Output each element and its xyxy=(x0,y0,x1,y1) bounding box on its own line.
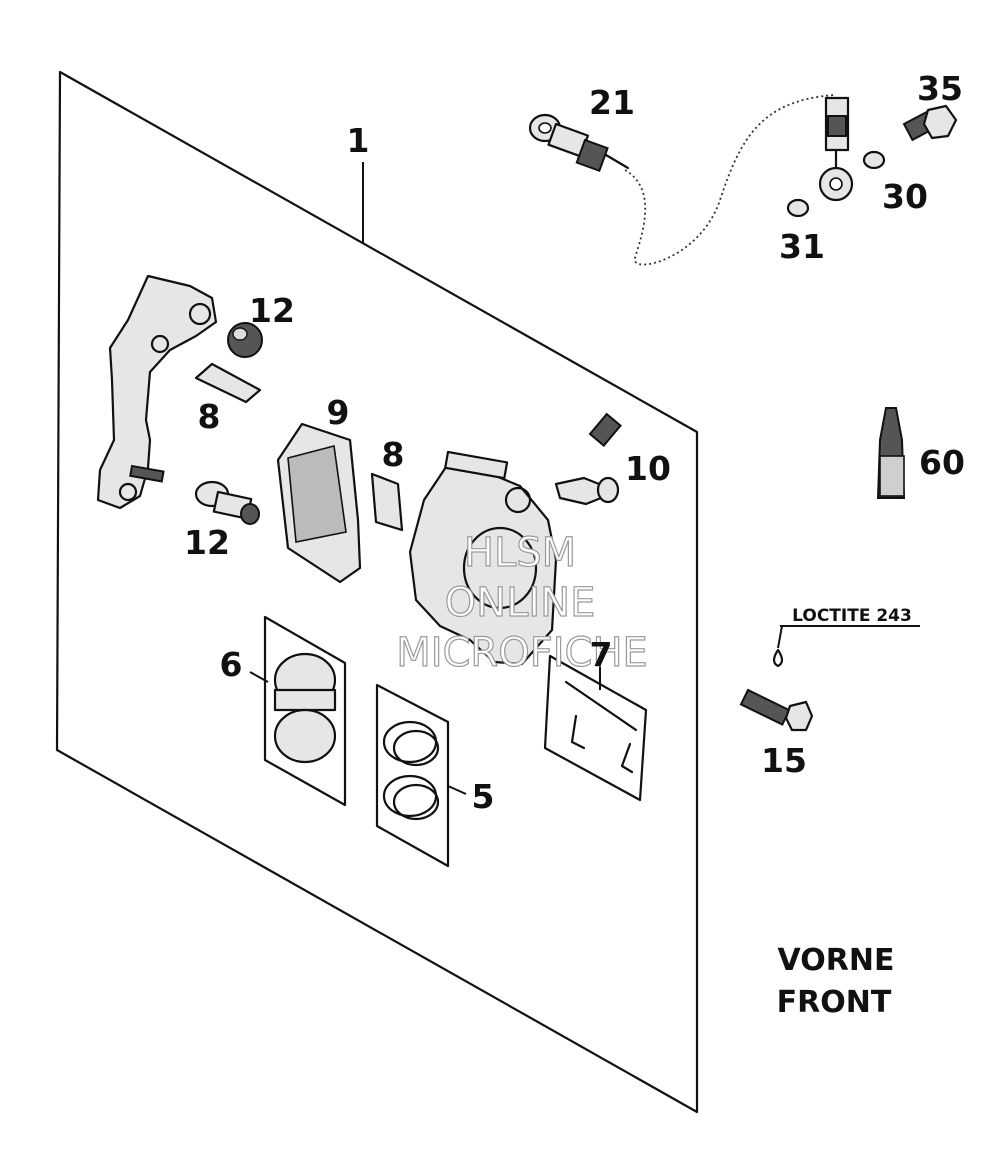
kit-panel xyxy=(55,70,699,1114)
leader-6 xyxy=(249,671,269,683)
callout-31: 31 xyxy=(779,227,825,266)
brake-line xyxy=(624,94,836,266)
washer-30 xyxy=(862,150,886,170)
bleeder-valve xyxy=(554,412,622,506)
loctite-note: LOCTITE 243 xyxy=(792,606,912,626)
front-label-line-2: FRONT xyxy=(777,985,892,1020)
callout-8-upper: 8 xyxy=(198,397,221,436)
hose-fitting xyxy=(528,113,630,173)
front-label-line-1: VORNE xyxy=(778,943,895,978)
leader-loctite-drop xyxy=(777,625,783,649)
piston-kit xyxy=(263,615,347,807)
clip-right xyxy=(370,472,404,532)
callout-60: 60 xyxy=(919,443,965,482)
pin-upper xyxy=(227,322,263,358)
callout-5: 5 xyxy=(472,777,495,816)
washer-31 xyxy=(786,198,810,218)
brake-pad xyxy=(276,422,362,584)
seal-kit xyxy=(375,683,450,868)
callout-9: 9 xyxy=(327,393,350,432)
leader-5 xyxy=(447,785,467,795)
loctite-drop xyxy=(772,648,784,668)
pin-lower xyxy=(194,480,260,525)
banjo-bolt xyxy=(902,104,958,142)
callout-12-lower: 12 xyxy=(184,523,230,562)
callout-35: 35 xyxy=(917,69,963,108)
callout-21: 21 xyxy=(589,83,635,122)
callout-15: 15 xyxy=(761,741,807,780)
callout-12-upper: 12 xyxy=(249,291,295,330)
callout-30: 30 xyxy=(882,177,928,216)
watermark-line-3: MICROFICHE xyxy=(396,630,648,676)
loctite-bottle xyxy=(876,407,906,499)
clip-upper xyxy=(194,362,262,404)
screw xyxy=(739,688,814,732)
callout-7: 7 xyxy=(590,635,613,674)
callout-6: 6 xyxy=(220,645,243,684)
watermark-line-1: HLSM xyxy=(464,530,576,576)
caliper-body xyxy=(408,450,558,666)
callout-10: 10 xyxy=(625,449,671,488)
watermark-line-2: ONLINE xyxy=(445,580,596,626)
pin-kit xyxy=(543,654,648,802)
callout-8-right: 8 xyxy=(382,435,405,474)
banjo-fitting xyxy=(818,96,854,202)
callout-1: 1 xyxy=(347,121,370,160)
